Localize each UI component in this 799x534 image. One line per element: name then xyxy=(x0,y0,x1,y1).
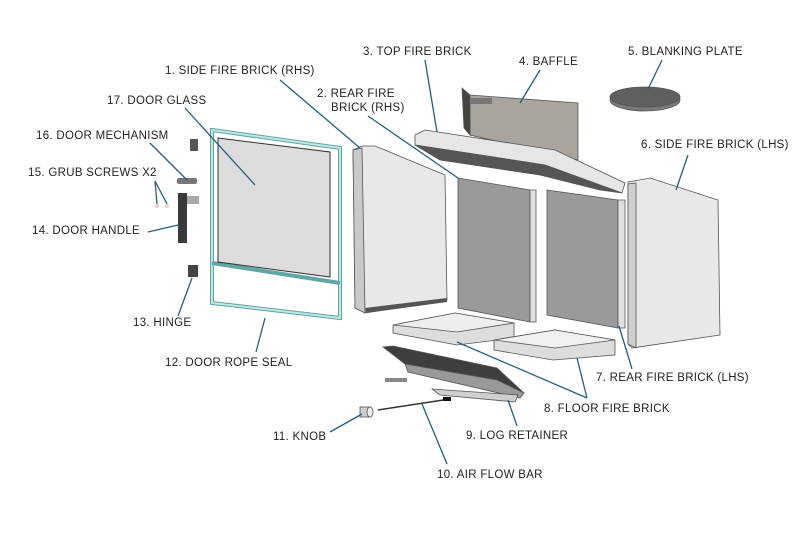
part-knob xyxy=(359,406,374,418)
leader-lines xyxy=(147,59,689,465)
label-blanking-plate: 5. BLANKING PLATE xyxy=(628,46,743,58)
part-side-fire-brick-lhs xyxy=(627,177,721,349)
part-air-flow-bar xyxy=(377,397,451,411)
label-rear-fire-brick-rhs-line1: 2. REAR FIRE xyxy=(317,88,395,100)
part-rear-fire-brick-rhs xyxy=(457,177,537,323)
label-door-rope-seal: 12. DOOR ROPE SEAL xyxy=(165,357,293,369)
label-side-fire-brick-lhs: 6. SIDE FIRE BRICK (LHS) xyxy=(641,139,789,151)
label-hinge: 13. HINGE xyxy=(133,317,191,329)
part-log-retainer xyxy=(381,345,525,403)
part-floor-fire-brick xyxy=(392,312,616,361)
part-baffle xyxy=(461,87,579,161)
part-door-handle xyxy=(178,193,199,243)
part-door-glass xyxy=(217,137,331,278)
part-rear-fire-brick-lhs xyxy=(546,189,626,329)
label-rear-fire-brick-rhs-line2: BRICK (RHS) xyxy=(331,102,405,114)
part-door-rope-seal xyxy=(210,127,342,321)
label-door-handle: 14. DOOR HANDLE xyxy=(32,225,140,237)
label-door-glass: 17. DOOR GLASS xyxy=(107,95,206,107)
label-grub-screws: 15. GRUB SCREWS X2 xyxy=(28,167,157,179)
label-log-retainer: 9. LOG RETAINER xyxy=(466,430,568,442)
part-hinge xyxy=(188,265,198,277)
label-door-mechanism: 16. DOOR MECHANISM xyxy=(36,130,169,142)
label-rear-fire-brick-lhs: 7. REAR FIRE BRICK (LHS) xyxy=(596,372,749,384)
label-baffle: 4. BAFFLE xyxy=(519,56,578,68)
part-side-fire-brick-rhs xyxy=(352,145,448,314)
part-grub-screws xyxy=(155,204,169,208)
label-air-flow-bar: 10. AIR FLOW BAR xyxy=(437,469,543,481)
label-floor-fire-brick: 8. FLOOR FIRE BRICK xyxy=(544,403,670,415)
part-door-mechanism xyxy=(177,139,198,184)
label-knob: 11. KNOB xyxy=(273,431,326,443)
part-blanking-plate xyxy=(609,86,681,112)
label-top-fire-brick: 3. TOP FIRE BRICK xyxy=(363,46,472,58)
label-side-fire-brick-rhs: 1. SIDE FIRE BRICK (RHS) xyxy=(165,65,315,77)
part-top-fire-brick xyxy=(414,129,626,194)
